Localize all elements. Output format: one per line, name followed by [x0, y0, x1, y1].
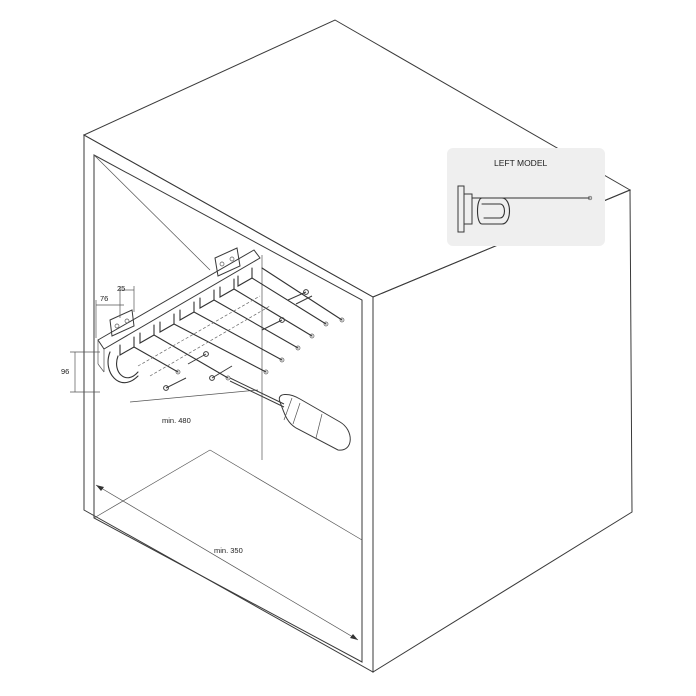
front-mounting-bar	[97, 249, 261, 350]
dimension-label-25: 25	[117, 284, 125, 293]
interior-back-bottom-edge	[93, 449, 211, 519]
callout-box	[447, 148, 605, 246]
cabinet-front-frame	[83, 134, 374, 673]
hanger-rods	[119, 267, 345, 381]
callout-hanger-loop	[473, 197, 511, 225]
front-bracket	[109, 309, 135, 337]
dimension-25: 25	[117, 284, 135, 318]
dimension-label-min-480: min. 480	[162, 416, 191, 425]
left-model-callout: LEFT MODEL	[447, 148, 605, 246]
dimension-min-350: min. 350	[95, 484, 359, 641]
dimension-label-96: 96	[61, 367, 69, 376]
cabinet-opening	[93, 154, 363, 663]
dimension-label-min-350: min. 350	[214, 546, 243, 555]
interior-floor-right-edge	[209, 449, 363, 541]
dimension-76: 76	[95, 294, 124, 338]
mounting-screws	[163, 289, 313, 391]
screwdriver	[229, 377, 351, 451]
trouser-rack	[97, 247, 345, 391]
rear-bracket	[214, 247, 241, 277]
cabinet-right-face	[372, 189, 633, 673]
cabinet	[82, 19, 633, 673]
hanger-loop	[116, 355, 139, 379]
hanger-loop	[107, 351, 139, 384]
interior-back-top-edge	[93, 154, 211, 271]
dimension-min-480: min. 480	[129, 389, 259, 425]
callout-title: LEFT MODEL	[494, 158, 547, 168]
dimension-96: 96	[61, 351, 100, 393]
dimension-label-76: 76	[100, 294, 108, 303]
